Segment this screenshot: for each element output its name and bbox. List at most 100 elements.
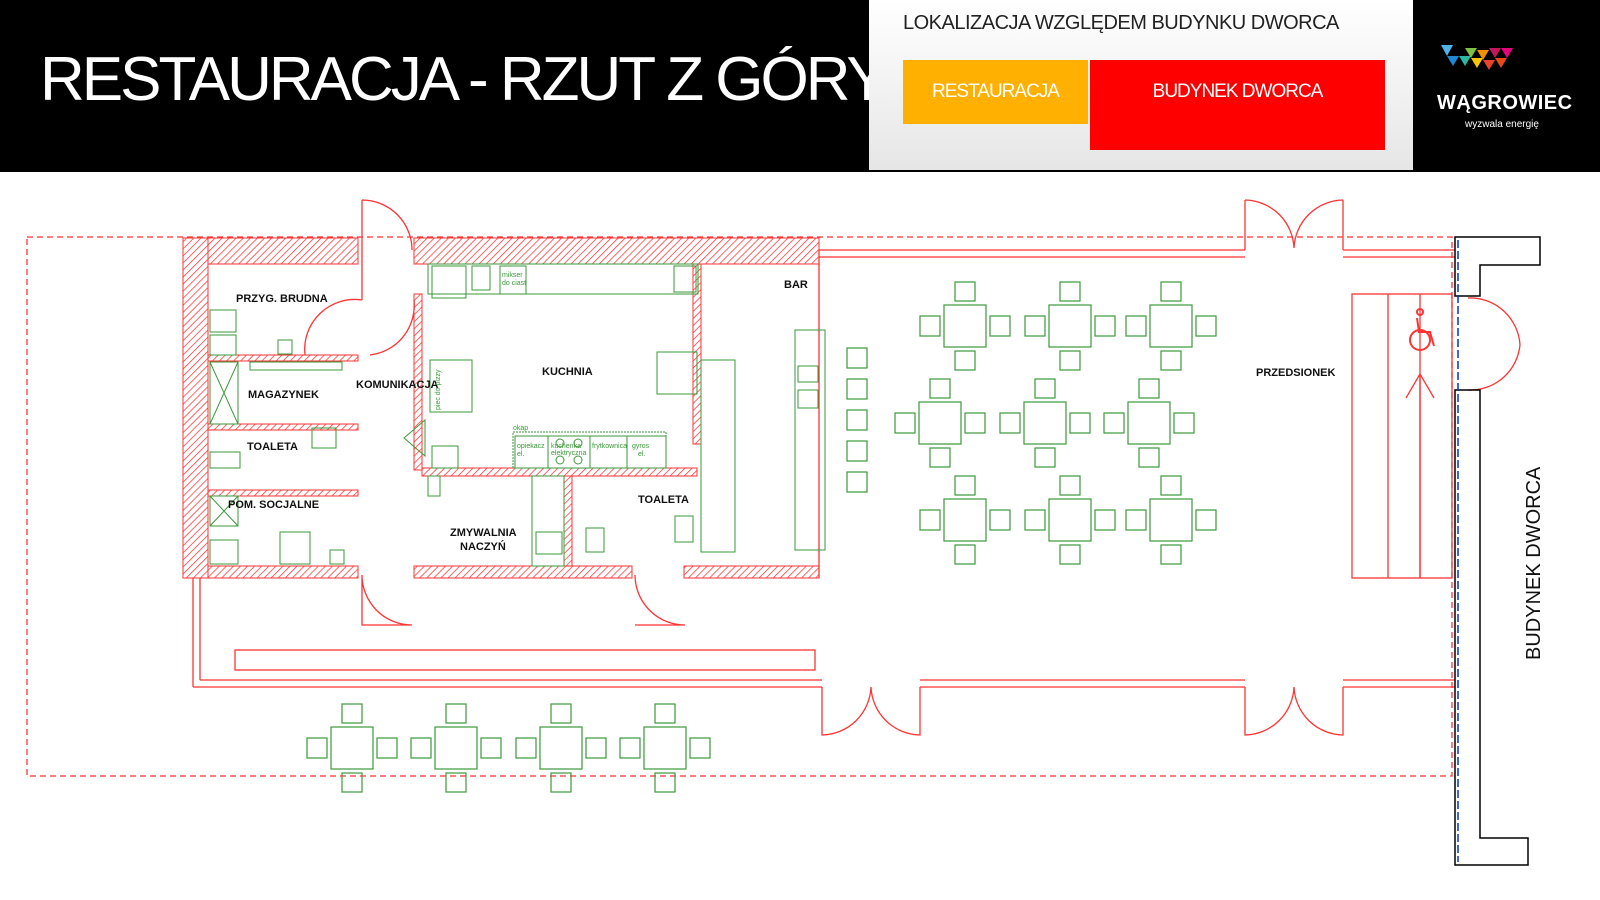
chair [1195, 509, 1217, 531]
logo-tagline: wyzwala energię [1465, 119, 1539, 130]
chair [445, 772, 467, 793]
chair [341, 772, 363, 793]
chair [410, 737, 432, 759]
chair [1195, 315, 1217, 337]
chair [619, 737, 641, 759]
chair [1034, 447, 1056, 468]
chair [919, 315, 941, 337]
chair [954, 544, 976, 565]
chair [1059, 475, 1081, 496]
chair [954, 281, 976, 302]
table [1127, 401, 1171, 445]
chair [376, 737, 398, 759]
chair [954, 350, 976, 371]
room-label-zmywalnia: ZMYWALNIA [450, 527, 517, 539]
page-title: RESTAURACJA - RZUT Z GÓRY [40, 45, 888, 114]
table [943, 304, 987, 348]
table [539, 726, 583, 770]
table [1149, 498, 1193, 542]
chair [954, 475, 976, 496]
chair [989, 509, 1011, 531]
chair [1024, 315, 1046, 337]
room-label-bar: BAR [784, 279, 808, 291]
chair [654, 772, 676, 793]
chair [1059, 544, 1081, 565]
room-label-toaleta-1: TOALETA [247, 441, 298, 453]
chair [989, 315, 1011, 337]
table [1023, 401, 1067, 445]
chair [929, 378, 951, 399]
bar-stool [846, 378, 868, 400]
legend-restaurant: RESTAURACJA [903, 60, 1088, 124]
chair [654, 703, 676, 724]
chair [1160, 475, 1182, 496]
room-label-toaleta-2: TOALETA [638, 494, 689, 506]
station-building-label: BUDYNEK DWORCA [1523, 466, 1545, 660]
station-building-outline [1454, 236, 1541, 866]
chair [1160, 544, 1182, 565]
building-outline [192, 199, 1521, 736]
chair [919, 509, 941, 531]
chair [1138, 447, 1160, 468]
chair [1094, 315, 1116, 337]
table [943, 498, 987, 542]
chair [306, 737, 328, 759]
header: RESTAURACJA - RZUT Z GÓRY LOKALIZACJA WZ… [0, 0, 1600, 172]
chair [1094, 509, 1116, 531]
chair [1069, 412, 1091, 434]
chair [1034, 378, 1056, 399]
chair [515, 737, 537, 759]
chair [480, 737, 502, 759]
equip-gyros-2: el. [638, 451, 645, 458]
chair [1160, 281, 1182, 302]
chair [1059, 350, 1081, 371]
chair [1160, 350, 1182, 371]
wheelchair-icon [1409, 308, 1435, 351]
logo-name: WĄGROWIEC [1437, 92, 1573, 114]
location-title: LOKALIZACJA WZGLĘDEM BUDYNKU DWORCA [903, 12, 1339, 34]
chair [1024, 509, 1046, 531]
bar-stool [846, 409, 868, 431]
legend-station-building: BUDYNEK DWORCA [1090, 60, 1385, 150]
table [1149, 304, 1193, 348]
table [1048, 304, 1092, 348]
bar-stool [846, 347, 868, 369]
chair [341, 703, 363, 724]
table [330, 726, 374, 770]
room-label-naczyn: NACZYŃ [460, 540, 506, 553]
chair [1059, 281, 1081, 302]
chair [1103, 412, 1125, 434]
chair [585, 737, 607, 759]
location-panel: LOKALIZACJA WZGLĘDEM BUDYNKU DWORCA REST… [869, 0, 1413, 170]
room-label-pom-socjalne: POM. SOCJALNE [228, 499, 319, 511]
equip-opiekacz-2: el. [517, 451, 524, 458]
chair [550, 772, 572, 793]
chair [1173, 412, 1195, 434]
room-label-kuchnia: KUCHNIA [542, 366, 593, 378]
logo-mark-icon [1441, 45, 1513, 70]
equip-mikser: mikser [502, 272, 523, 279]
room-label-przedsionek: PRZEDSIONEK [1256, 367, 1336, 379]
dining-furniture [306, 281, 1217, 793]
wagrowiec-logo: WĄGROWIEC wyzwala energię [1413, 0, 1600, 172]
equip-kuchenka-2: elektryczna [551, 450, 587, 457]
chair [894, 412, 916, 434]
equip-okap: okap [513, 425, 528, 432]
equip-gyros: gyros [632, 443, 650, 450]
table [434, 726, 478, 770]
chair [964, 412, 986, 434]
table [918, 401, 962, 445]
chair [445, 703, 467, 724]
room-label-przyg-brudna: PRZYG. BRUDNA [236, 293, 328, 305]
equip-frytkownica: frytkownica [592, 443, 627, 450]
chair [689, 737, 711, 759]
equip-kuchenka: kuchenka [551, 443, 581, 450]
room-label-komunikacja: KOMUNIKACJA [356, 379, 439, 391]
table [1048, 498, 1092, 542]
table [643, 726, 687, 770]
room-label-magazynek: MAGAZYNEK [248, 389, 319, 401]
chair [1138, 378, 1160, 399]
bar-stool [846, 440, 868, 462]
equip-mikser-2: do ciast [502, 280, 526, 287]
